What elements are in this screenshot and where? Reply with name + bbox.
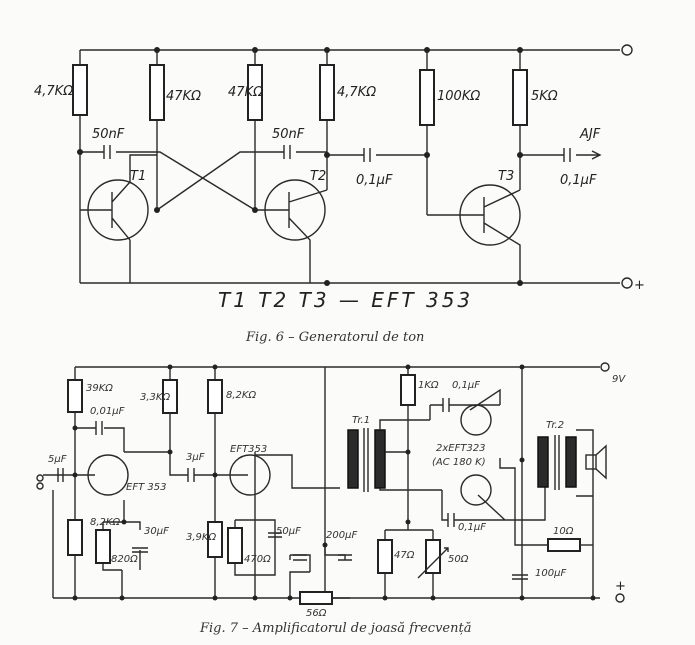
resistor-56 (299, 591, 333, 605)
resistor-47k (149, 64, 165, 121)
label-3k9: 3,9KΩ (186, 532, 216, 543)
label-c3: 0,1μF (356, 173, 393, 188)
label-r4: 4,7KΩ (337, 85, 376, 100)
transistor-q3 (460, 404, 492, 436)
resistor-100k (419, 69, 435, 126)
label-001uf: 0,01μF (90, 406, 125, 417)
label-47: 47Ω (394, 550, 415, 561)
resistor-8k2-top (207, 379, 223, 414)
transformer-tr1-primary (347, 429, 359, 489)
resistor-4k7-2 (319, 64, 335, 121)
resistor-3k3 (162, 379, 178, 414)
transformer-tr2-secondary (565, 436, 577, 488)
resistor-39k (67, 379, 83, 413)
label-3k3: 3,3KΩ (140, 392, 170, 403)
resistor-470 (227, 527, 243, 564)
label-c4: 0,1μF (560, 173, 597, 188)
label-q2: EFT353 (230, 444, 267, 455)
terminal-plus (621, 277, 633, 289)
resistor-47k-2 (247, 64, 263, 121)
transistor-q2 (229, 454, 271, 496)
label-tr2: Tr.2 (546, 420, 564, 431)
label-push-pull-alt: (AC 180 K) (432, 457, 486, 468)
label-100uf: 100μF (535, 568, 566, 579)
label-30uf: 30μF (144, 526, 169, 537)
label-plus: + (634, 278, 645, 293)
resistor-47 (377, 539, 393, 574)
resistor-820 (95, 529, 111, 564)
label-470: 470Ω (244, 554, 271, 565)
label-50uf: 50μF (276, 526, 301, 537)
label-8k2-bot: 8,2KΩ (90, 517, 120, 528)
label-39k: 39KΩ (86, 383, 113, 394)
label-8k2-top: 8,2KΩ (226, 390, 256, 401)
label-10: 10Ω (553, 526, 574, 537)
label-r1: 4,7KΩ (34, 84, 73, 99)
transformer-tr2-primary (537, 436, 549, 488)
fig6-generator-circuit: 4,7KΩ 47KΩ 47KΩ 4,7KΩ 100KΩ 5KΩ 50nF 50n… (34, 44, 645, 345)
label-200uf: 200μF (326, 530, 357, 541)
label-r3: 47KΩ (228, 85, 263, 100)
label-push-pull: 2xEFT323 (436, 443, 486, 454)
resistor-10 (547, 538, 581, 552)
label-820: 820Ω (111, 554, 138, 565)
label-tr1: Tr.1 (352, 415, 370, 426)
label-01uf-bot: 0,1μF (458, 522, 486, 533)
label-01uf-top: 0,1μF (452, 380, 480, 391)
resistor-3k9 (207, 521, 223, 558)
label-1k: 1KΩ (418, 380, 439, 391)
label-r5: 100KΩ (437, 89, 480, 104)
label-5uf: 5μF (48, 454, 67, 465)
transistor-legend: T1 T2 T3 — EFT 353 (218, 288, 473, 312)
label-c2: 50nF (272, 127, 305, 142)
fig7-amplifier-circuit: 39KΩ 0,01μF 3,3KΩ 8,2KΩ 5μF EFT 353 3μF … (36, 362, 626, 636)
label-r2: 47KΩ (166, 89, 201, 104)
speaker-icon (585, 454, 597, 470)
resistor-4k7 (72, 64, 88, 116)
label-t1: T1 (130, 169, 146, 184)
transformer-tr1-secondary (374, 429, 386, 489)
terminal-9v (600, 362, 610, 372)
label-plus-7: + (615, 579, 626, 594)
label-56: 56Ω (306, 608, 327, 619)
label-50ohm: 50Ω (448, 554, 469, 565)
label-t3: T3 (498, 169, 514, 184)
label-9v: 9V (612, 374, 626, 385)
resistor-1k (400, 374, 416, 406)
resistor-5k (512, 69, 528, 126)
figure-7-caption: Fig. 7 – Amplificatorul de joasă frecven… (199, 621, 471, 636)
transistor-q1 (87, 454, 129, 496)
label-output: AJF (579, 127, 601, 142)
terminal-plus-7 (615, 593, 625, 603)
terminal-top (621, 44, 633, 56)
figure-6-caption: Fig. 6 – Generatorul de ton (245, 330, 424, 345)
transistor-q4 (460, 474, 492, 506)
label-c1: 50nF (92, 127, 125, 142)
label-3uf: 3μF (186, 452, 205, 463)
label-t2: T2 (310, 169, 326, 184)
label-q1: EFT 353 (126, 482, 166, 493)
label-r6: 5KΩ (531, 89, 558, 104)
resistor-8k2 (67, 519, 83, 556)
